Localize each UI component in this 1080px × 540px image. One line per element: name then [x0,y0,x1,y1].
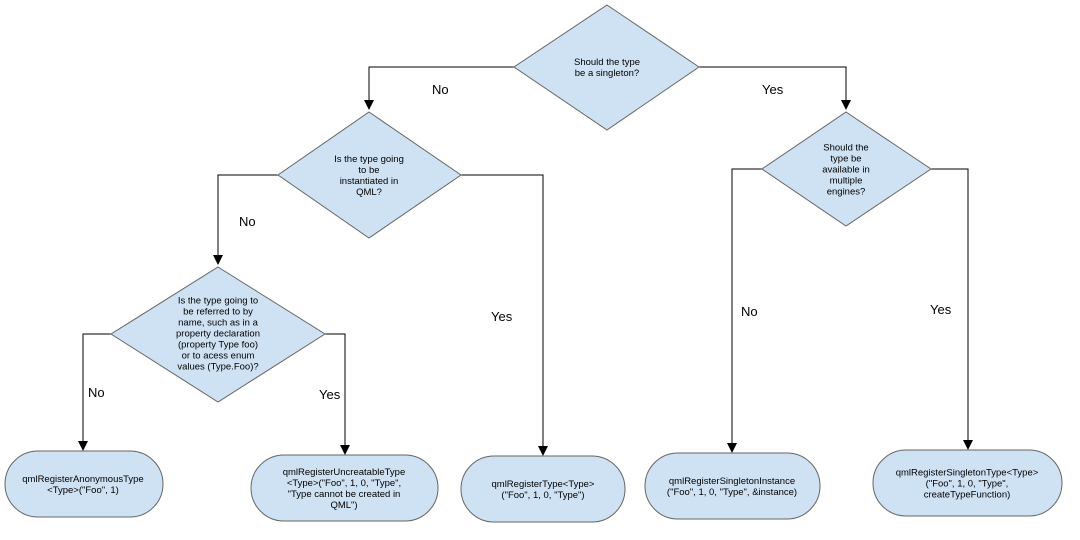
label-line: QML") [330,500,357,511]
terminal-singleton-type-label: qmlRegisterSingletonType<Type>("Foo", 1,… [896,468,1039,501]
edge-engines-yes [931,168,973,450]
label-line: Should the [823,143,868,154]
label-line: createTypeFunction) [924,490,1011,501]
terminal-singleton-type: qmlRegisterSingletonType<Type>("Foo", 1,… [872,449,1063,517]
label-line: qmlRegisterUncreatableType [283,467,406,478]
label-line: or to acess enum [182,351,255,362]
edge-referred-no [78,333,111,451]
edge-instantiated-yes [461,174,548,456]
label-line: available in [822,165,870,176]
edge-label-engines-no: No [741,304,758,319]
edge-labels: No Yes No Yes No Yes No Yes [88,82,952,402]
terminal-uncreatable-label: qmlRegisterUncreatableType<Type>("Foo", … [283,467,406,511]
label-line: Is the type going to [178,296,258,307]
label-line: property declaration [176,329,260,340]
decision-singleton-shape [513,4,700,131]
label-line: ("Foo", 1, 0, "Type", [926,479,1009,490]
terminal-singleton-type-shape [872,449,1063,517]
terminal-anonymous-label: qmlRegisterAnonymousType<Type>("Foo", 1) [22,474,143,496]
label-line: qmlRegisterSingletonType<Type> [896,468,1039,479]
edge-label-referred-no: No [88,385,105,400]
terminal-singleton-instance: qmlRegisterSingletonInstance("Foo", 1, 0… [644,452,821,520]
edge-singleton-yes [699,66,851,110]
decision-referred-by-name-shape [110,266,326,403]
terminal-uncreatable-shape [250,454,439,522]
label-line: <Type>("Foo", 1, 0, "Type", [287,478,401,489]
label-line: Should the type [574,57,640,68]
label-line: ("Foo", 1, 0, "Type", &instance) [667,487,797,498]
label-line: QML? [356,187,382,198]
edge-label-engines-yes: Yes [930,302,952,317]
label-line: multiple [830,176,863,187]
label-line: Is the type going [334,154,404,165]
edge-label-instantiated-no: No [239,214,256,229]
label-line: values (Type.Foo)? [177,362,258,373]
edge-instantiated-no [213,174,278,265]
label-line: <Type>("Foo", 1) [47,485,119,496]
label-line: qmlRegisterSingletonInstance [669,476,795,487]
terminal-anonymous-shape [4,450,164,518]
label-line: qmlRegisterType<Type> [492,479,595,490]
label-line: be referred to by [183,307,253,318]
terminal-register-type: qmlRegisterType<Type>("Foo", 1, 0, "Type… [460,455,626,523]
edge-referred-yes [325,333,350,455]
label-line: to be [358,165,379,176]
label-line: "Type cannot be created in [288,489,401,500]
label-line: (property Type foo) [178,340,258,351]
label-line: instantiated in [340,176,399,187]
terminal-singleton-instance-label: qmlRegisterSingletonInstance("Foo", 1, 0… [667,476,797,498]
label-line: qmlRegisterAnonymousType [22,474,143,485]
edges [78,66,973,456]
edge-engines-no [727,168,762,453]
edge-label-singleton-no: No [432,82,449,97]
terminal-register-type-label: qmlRegisterType<Type>("Foo", 1, 0, "Type… [492,479,595,501]
terminal-uncreatable: qmlRegisterUncreatableType<Type>("Foo", … [250,454,439,522]
label-line: be a singleton? [575,68,639,79]
edge-label-referred-yes: Yes [319,387,341,402]
decision-multiple-engines-shape [761,111,932,227]
terminal-anonymous: qmlRegisterAnonymousType<Type>("Foo", 1) [4,450,164,518]
edge-label-singleton-yes: Yes [762,82,784,97]
terminal-register-type-shape [460,455,626,523]
label-line: ("Foo", 1, 0, "Type") [501,490,584,501]
decision-instantiated-shape [277,111,462,239]
terminal-singleton-instance-shape [644,452,821,520]
label-line: type be [830,154,861,165]
edge-label-instantiated-yes: Yes [491,309,513,324]
label-line: engines? [827,187,866,198]
label-line: name, such as in a [178,318,258,329]
edge-singleton-no [364,66,514,110]
